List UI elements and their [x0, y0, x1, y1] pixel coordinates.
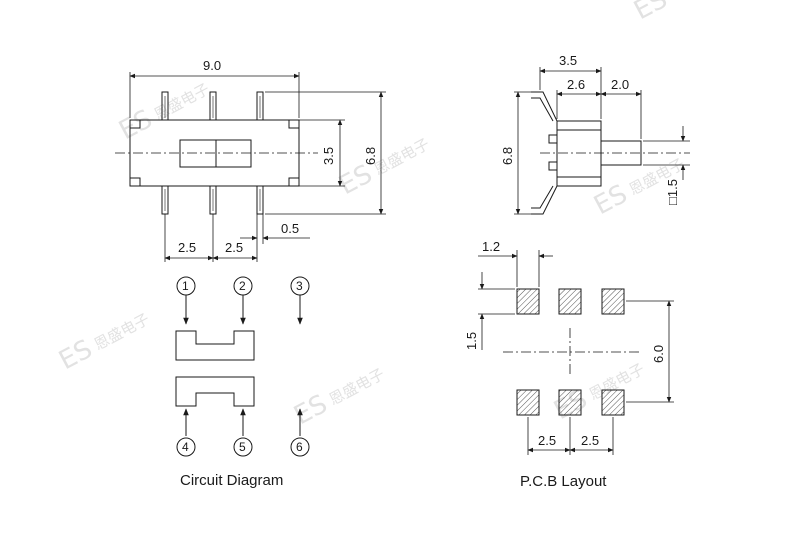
watermark-text: 恩盛电子 — [151, 80, 212, 124]
watermark-text: 恩盛电子 — [371, 135, 432, 179]
circuit-caption: Circuit Diagram — [180, 472, 283, 489]
pin-label-1: 1 — [182, 279, 189, 293]
contact-bridge-upper — [175, 330, 255, 361]
side-leg-bottom — [531, 185, 558, 215]
watermark: ES 恩盛电子 ES 恩盛电子 ES 恩盛电子 ES 恩盛电子 ES 恩盛电子 … — [54, 0, 727, 431]
dim-pin-width: 0.5 — [281, 221, 299, 236]
pin-circle — [176, 437, 196, 457]
dim-pin-pitch-1: 2.5 — [178, 240, 196, 255]
pcb-pad — [601, 389, 625, 416]
pcb-labels: 1.2 1.5 6.0 2.5 2.5 P.C.B Layout — [464, 239, 666, 490]
dim-pad-row-spacing: 6.0 — [651, 345, 666, 363]
pin-label-4: 4 — [182, 440, 189, 454]
contact-bridge-lower — [175, 376, 255, 407]
dim-side-height: 6.8 — [500, 147, 515, 165]
circuit-diagram — [175, 276, 310, 457]
dim-pad-pitch-2: 2.5 — [581, 433, 599, 448]
side-view-labels: 3.5 2.6 2.0 6.8 □1.5 — [500, 53, 680, 205]
pin-label-2: 2 — [239, 279, 246, 293]
dim-pin-pitch-2: 2.5 — [225, 240, 243, 255]
watermark-logo: ES — [54, 334, 97, 376]
pcb-caption: P.C.B Layout — [520, 473, 607, 490]
watermark-text: 恩盛电子 — [91, 310, 152, 354]
dim-actuator-square: □1.5 — [665, 179, 680, 205]
dim-pad-pitch-1: 2.5 — [538, 433, 556, 448]
pcb-pad — [558, 288, 582, 315]
watermark-text: 恩盛电子 — [326, 365, 387, 409]
pcb-pad — [516, 389, 540, 416]
dim-body-height: 6.8 — [363, 147, 378, 165]
pin-label-3: 3 — [296, 279, 303, 293]
watermark-text: 恩盛电子 — [666, 0, 727, 4]
pcb-pad — [558, 389, 582, 416]
dim-pad-height: 1.5 — [464, 332, 479, 350]
circuit-labels: 1 2 3 4 5 6 Circuit Diagram — [180, 279, 303, 489]
dim-side-body: 2.6 — [567, 77, 585, 92]
pcb-pad — [601, 288, 625, 315]
side-body — [556, 120, 602, 187]
watermark-logo: ES — [629, 0, 672, 26]
front-view-labels: 9.0 6.8 3.5 2.5 2.5 0.5 — [178, 58, 378, 255]
dim-pad-width: 1.2 — [482, 239, 500, 254]
dim-side-depth: 3.5 — [559, 53, 577, 68]
front-view — [115, 72, 386, 262]
pcb-pad — [516, 288, 540, 315]
dim-body-length: 9.0 — [203, 58, 221, 73]
slider-knob — [215, 139, 252, 168]
side-view — [514, 67, 690, 215]
pin-circle — [233, 437, 253, 457]
watermark-logo: ES — [289, 389, 332, 431]
watermark-logo: ES — [114, 104, 157, 146]
dim-actuator-length: 2.0 — [611, 77, 629, 92]
pin-circle — [290, 437, 310, 457]
side-leg-top — [531, 91, 558, 122]
pin-label-5: 5 — [239, 440, 246, 454]
pin-label-6: 6 — [296, 440, 303, 454]
dim-slider-height: 3.5 — [321, 147, 336, 165]
pcb-layout — [478, 250, 674, 455]
